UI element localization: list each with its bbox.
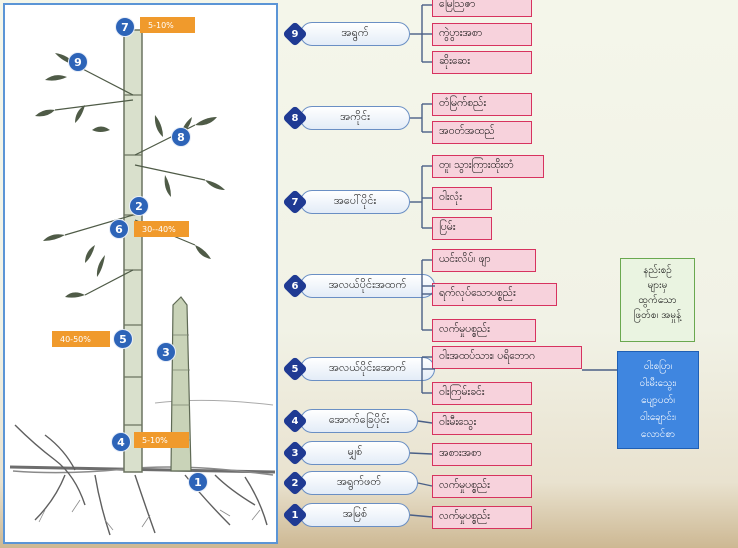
note-line: ဖြတ်စ၊ အမှုန့် (633, 310, 682, 321)
note-line: ပျော့ပတ်၊ (641, 395, 675, 406)
use-item: ဝါးကြမ်းခင်း (432, 382, 532, 405)
part-number-marker: 9 (68, 52, 88, 72)
part-name: အလယ်ပိုင်းအောက် (328, 361, 407, 374)
part-name: အပေါ်ပိုင်း (333, 194, 377, 207)
part-label: အရွက် (300, 22, 410, 46)
use-item: လက်မှုပစ္စည်း (432, 475, 532, 498)
part-label: အပေါ်ပိုင်း (300, 190, 410, 214)
use-item: ရက်လုပ်သောပစ္စည်း (432, 283, 557, 306)
part-name: အရွက်ဖတ် (336, 475, 382, 488)
part-label: မျှစ် (300, 441, 410, 465)
part-label: အောက်ခြေပိုင်း (300, 409, 418, 433)
use-item: တူ၊ သွားကြားထိုးတံ (432, 155, 544, 178)
part-name: အောက်ခြေပိုင်း (328, 413, 390, 426)
part-number-marker: 3 (156, 342, 176, 362)
part-label: အလယ်ပိုင်းအောက် (300, 357, 435, 381)
use-item: အစားအစာ (432, 443, 532, 466)
part-number-marker: 7 (115, 17, 135, 37)
connector-line (409, 514, 433, 518)
connector-line (417, 420, 433, 424)
use-item: တံမြက်စည်း (432, 93, 532, 116)
use-item: အဝတ်အထည် (432, 121, 532, 144)
bamboo-drawing (9, 29, 276, 536)
note-line: နည်းစဥ် (643, 265, 672, 276)
part-number-marker: 1 (188, 472, 208, 492)
note-line: များမှ (647, 280, 668, 291)
part-number-marker: 6 (109, 219, 129, 239)
part-name: အလယ်ပိုင်းအထက် (328, 278, 407, 291)
percentage-tag: 40-50% (52, 331, 110, 347)
part-name: အရွက် (341, 26, 369, 39)
part-number-marker: 5 (113, 329, 133, 349)
use-item: ဝါးလုံး (432, 187, 492, 210)
part-name: မျှစ် (347, 445, 363, 458)
percentage-tag: 30--40% (134, 221, 189, 237)
note-line: ဝါးမီးသွေး၊ (639, 378, 677, 389)
use-item: ဆိုးဆေး (432, 51, 532, 74)
note-line: ဝါးစပြာ၊ (643, 361, 673, 372)
part-label: အရွက်ဖတ် (300, 471, 418, 495)
note-line: လောင်စာ (640, 429, 676, 440)
use-item: ပြမ်း (432, 217, 492, 240)
part-number-marker: 4 (111, 432, 131, 452)
note-line: ထွက်သော (638, 295, 677, 306)
part-number-marker: 2 (129, 196, 149, 216)
part-name: အကိုင်း (340, 110, 370, 123)
connector-line (417, 482, 433, 487)
charcoal-products-note: ဝါးစပြာ၊ဝါးမီးသွေး၊ပျော့ပတ်၊ဝါးချောင်း၊လ… (617, 351, 699, 449)
part-name: အမြစ် (342, 507, 368, 520)
use-item: ဝါးမီးသွေး (432, 412, 532, 435)
part-label: အကိုင်း (300, 106, 410, 130)
use-item: မြေဩဇာ (432, 0, 532, 17)
use-item: ကွဲပွားအစာ (432, 23, 532, 46)
use-item: လက်မှုပစ္စည်း (432, 506, 532, 529)
bamboo-illustration-panel (3, 3, 278, 544)
note-line: ဝါးချောင်း၊ (640, 412, 676, 423)
use-item: ဝါးအထပ်သား၊ ပရိဘောဂ (432, 346, 582, 369)
part-number-marker: 8 (171, 127, 191, 147)
connector-line (409, 452, 433, 455)
part-label: အလယ်ပိုင်းအထက် (300, 274, 435, 298)
use-item: ယင်းလိပ်၊ ဖျာ (432, 249, 536, 272)
byproduct-note: နည်းစဥ်များမှထွက်သောဖြတ်စ၊ အမှုန့် (620, 258, 695, 342)
use-item: လက်မှုပစ္စည်း (432, 319, 536, 342)
percentage-tag: 5-10% (140, 17, 195, 33)
percentage-tag: 5-10% (134, 432, 189, 448)
